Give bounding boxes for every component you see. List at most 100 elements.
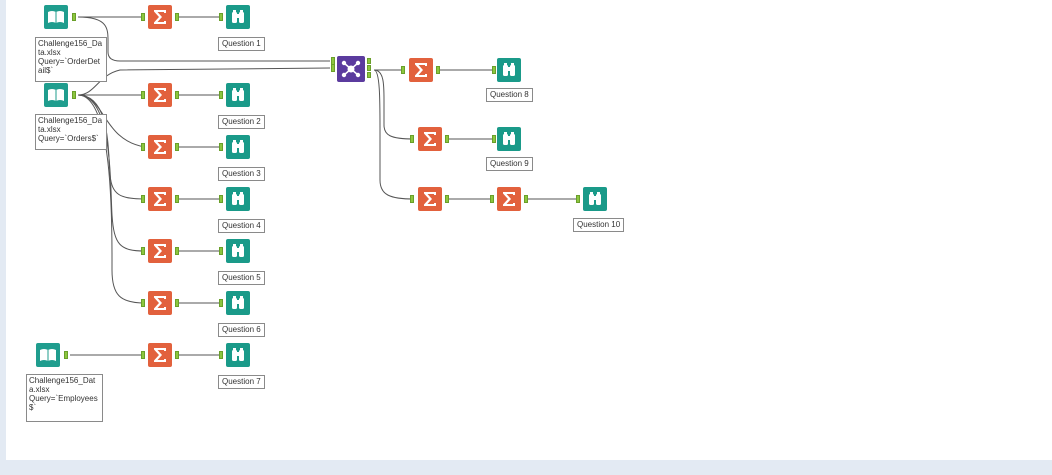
book-icon <box>47 88 65 102</box>
input-anchor[interactable] <box>410 135 414 143</box>
sigma-icon <box>152 9 168 25</box>
output-anchor[interactable] <box>175 247 179 255</box>
output-anchor[interactable] <box>175 13 179 21</box>
binoculars-icon <box>230 87 246 103</box>
sigma-icon <box>152 191 168 207</box>
join-left-output-anchor[interactable] <box>367 58 371 64</box>
input-data-tool-orders[interactable] <box>44 83 68 107</box>
sigma-icon <box>152 295 168 311</box>
input-anchor[interactable] <box>492 66 496 74</box>
input-anchor[interactable] <box>141 143 145 151</box>
output-anchor[interactable] <box>175 195 179 203</box>
input-anchor[interactable] <box>141 91 145 99</box>
summarize-tool-5[interactable] <box>148 239 172 263</box>
input-anchor[interactable] <box>219 91 223 99</box>
summarize-tool-6[interactable] <box>148 291 172 315</box>
summarize-tool-8[interactable] <box>409 58 433 82</box>
input-anchor[interactable] <box>219 351 223 359</box>
join-inner-output-anchor[interactable] <box>367 65 371 71</box>
binoculars-icon <box>501 131 517 147</box>
join-icon <box>340 59 362 79</box>
browse-label-q4: Question 4 <box>218 219 265 233</box>
output-anchor[interactable] <box>445 135 449 143</box>
binoculars-icon <box>230 347 246 363</box>
output-anchor[interactable] <box>175 91 179 99</box>
browse-label-q9: Question 9 <box>486 157 533 171</box>
input-anchor[interactable] <box>410 195 414 203</box>
browse-label-q6: Question 6 <box>218 323 265 337</box>
sigma-icon <box>422 131 438 147</box>
sigma-icon <box>413 62 429 78</box>
summarize-tool-1[interactable] <box>148 5 172 29</box>
binoculars-icon <box>230 243 246 259</box>
browse-tool-5[interactable] <box>226 239 250 263</box>
input-anchor[interactable] <box>141 13 145 21</box>
binoculars-icon <box>501 62 517 78</box>
sigma-icon <box>152 87 168 103</box>
workflow-canvas[interactable] <box>6 0 1052 460</box>
input-annotation-employees: Challenge156_Data.xlsx Query=`Employees$… <box>26 374 103 422</box>
input-data-tool-orderdetail[interactable] <box>44 5 68 29</box>
browse-label-q7: Question 7 <box>218 375 265 389</box>
browse-tool-2[interactable] <box>226 83 250 107</box>
input-anchor[interactable] <box>141 195 145 203</box>
browse-tool-3[interactable] <box>226 135 250 159</box>
binoculars-icon <box>230 295 246 311</box>
input-anchor[interactable] <box>401 66 405 74</box>
browse-label-q1: Question 1 <box>218 37 265 51</box>
input-anchor[interactable] <box>219 247 223 255</box>
input-anchor[interactable] <box>492 135 496 143</box>
sigma-icon <box>152 243 168 259</box>
input-anchor[interactable] <box>576 195 580 203</box>
sigma-icon <box>152 347 168 363</box>
book-icon <box>39 348 57 362</box>
output-anchor[interactable] <box>524 195 528 203</box>
join-right-output-anchor[interactable] <box>367 72 371 78</box>
input-anchor[interactable] <box>219 299 223 307</box>
output-anchor[interactable] <box>72 13 76 21</box>
input-anchor[interactable] <box>141 351 145 359</box>
browse-label-q8: Question 8 <box>486 88 533 102</box>
browse-label-q2: Question 2 <box>218 115 265 129</box>
binoculars-icon <box>230 191 246 207</box>
input-anchor[interactable] <box>490 195 494 203</box>
binoculars-icon <box>230 139 246 155</box>
join-tool[interactable] <box>337 56 365 82</box>
sigma-icon <box>422 191 438 207</box>
join-right-input-anchor[interactable] <box>331 64 335 72</box>
output-anchor[interactable] <box>175 351 179 359</box>
book-icon <box>47 10 65 24</box>
summarize-tool-2[interactable] <box>148 83 172 107</box>
summarize-tool-11[interactable] <box>497 187 521 211</box>
browse-tool-10[interactable] <box>583 187 607 211</box>
output-anchor[interactable] <box>436 66 440 74</box>
output-anchor[interactable] <box>175 299 179 307</box>
summarize-tool-4[interactable] <box>148 187 172 211</box>
browse-tool-1[interactable] <box>226 5 250 29</box>
summarize-tool-7[interactable] <box>148 343 172 367</box>
input-anchor[interactable] <box>219 195 223 203</box>
output-anchor[interactable] <box>64 351 68 359</box>
input-annotation-orderdetail: Challenge156_Data.xlsx Query=`OrderDetai… <box>35 37 107 82</box>
input-anchor[interactable] <box>141 299 145 307</box>
summarize-tool-3[interactable] <box>148 135 172 159</box>
browse-tool-9[interactable] <box>497 127 521 151</box>
output-anchor[interactable] <box>72 91 76 99</box>
browse-tool-8[interactable] <box>497 58 521 82</box>
input-anchor[interactable] <box>141 247 145 255</box>
output-anchor[interactable] <box>175 143 179 151</box>
sigma-icon <box>152 139 168 155</box>
browse-tool-4[interactable] <box>226 187 250 211</box>
browse-tool-6[interactable] <box>226 291 250 315</box>
binoculars-icon <box>230 9 246 25</box>
input-anchor[interactable] <box>219 143 223 151</box>
input-data-tool-employees[interactable] <box>36 343 60 367</box>
summarize-tool-10[interactable] <box>418 187 442 211</box>
output-anchor[interactable] <box>445 195 449 203</box>
sigma-icon <box>501 191 517 207</box>
input-anchor[interactable] <box>219 13 223 21</box>
browse-label-q10: Question 10 <box>573 218 625 232</box>
browse-label-q3: Question 3 <box>218 167 265 181</box>
summarize-tool-9[interactable] <box>418 127 442 151</box>
browse-tool-7[interactable] <box>226 343 250 367</box>
